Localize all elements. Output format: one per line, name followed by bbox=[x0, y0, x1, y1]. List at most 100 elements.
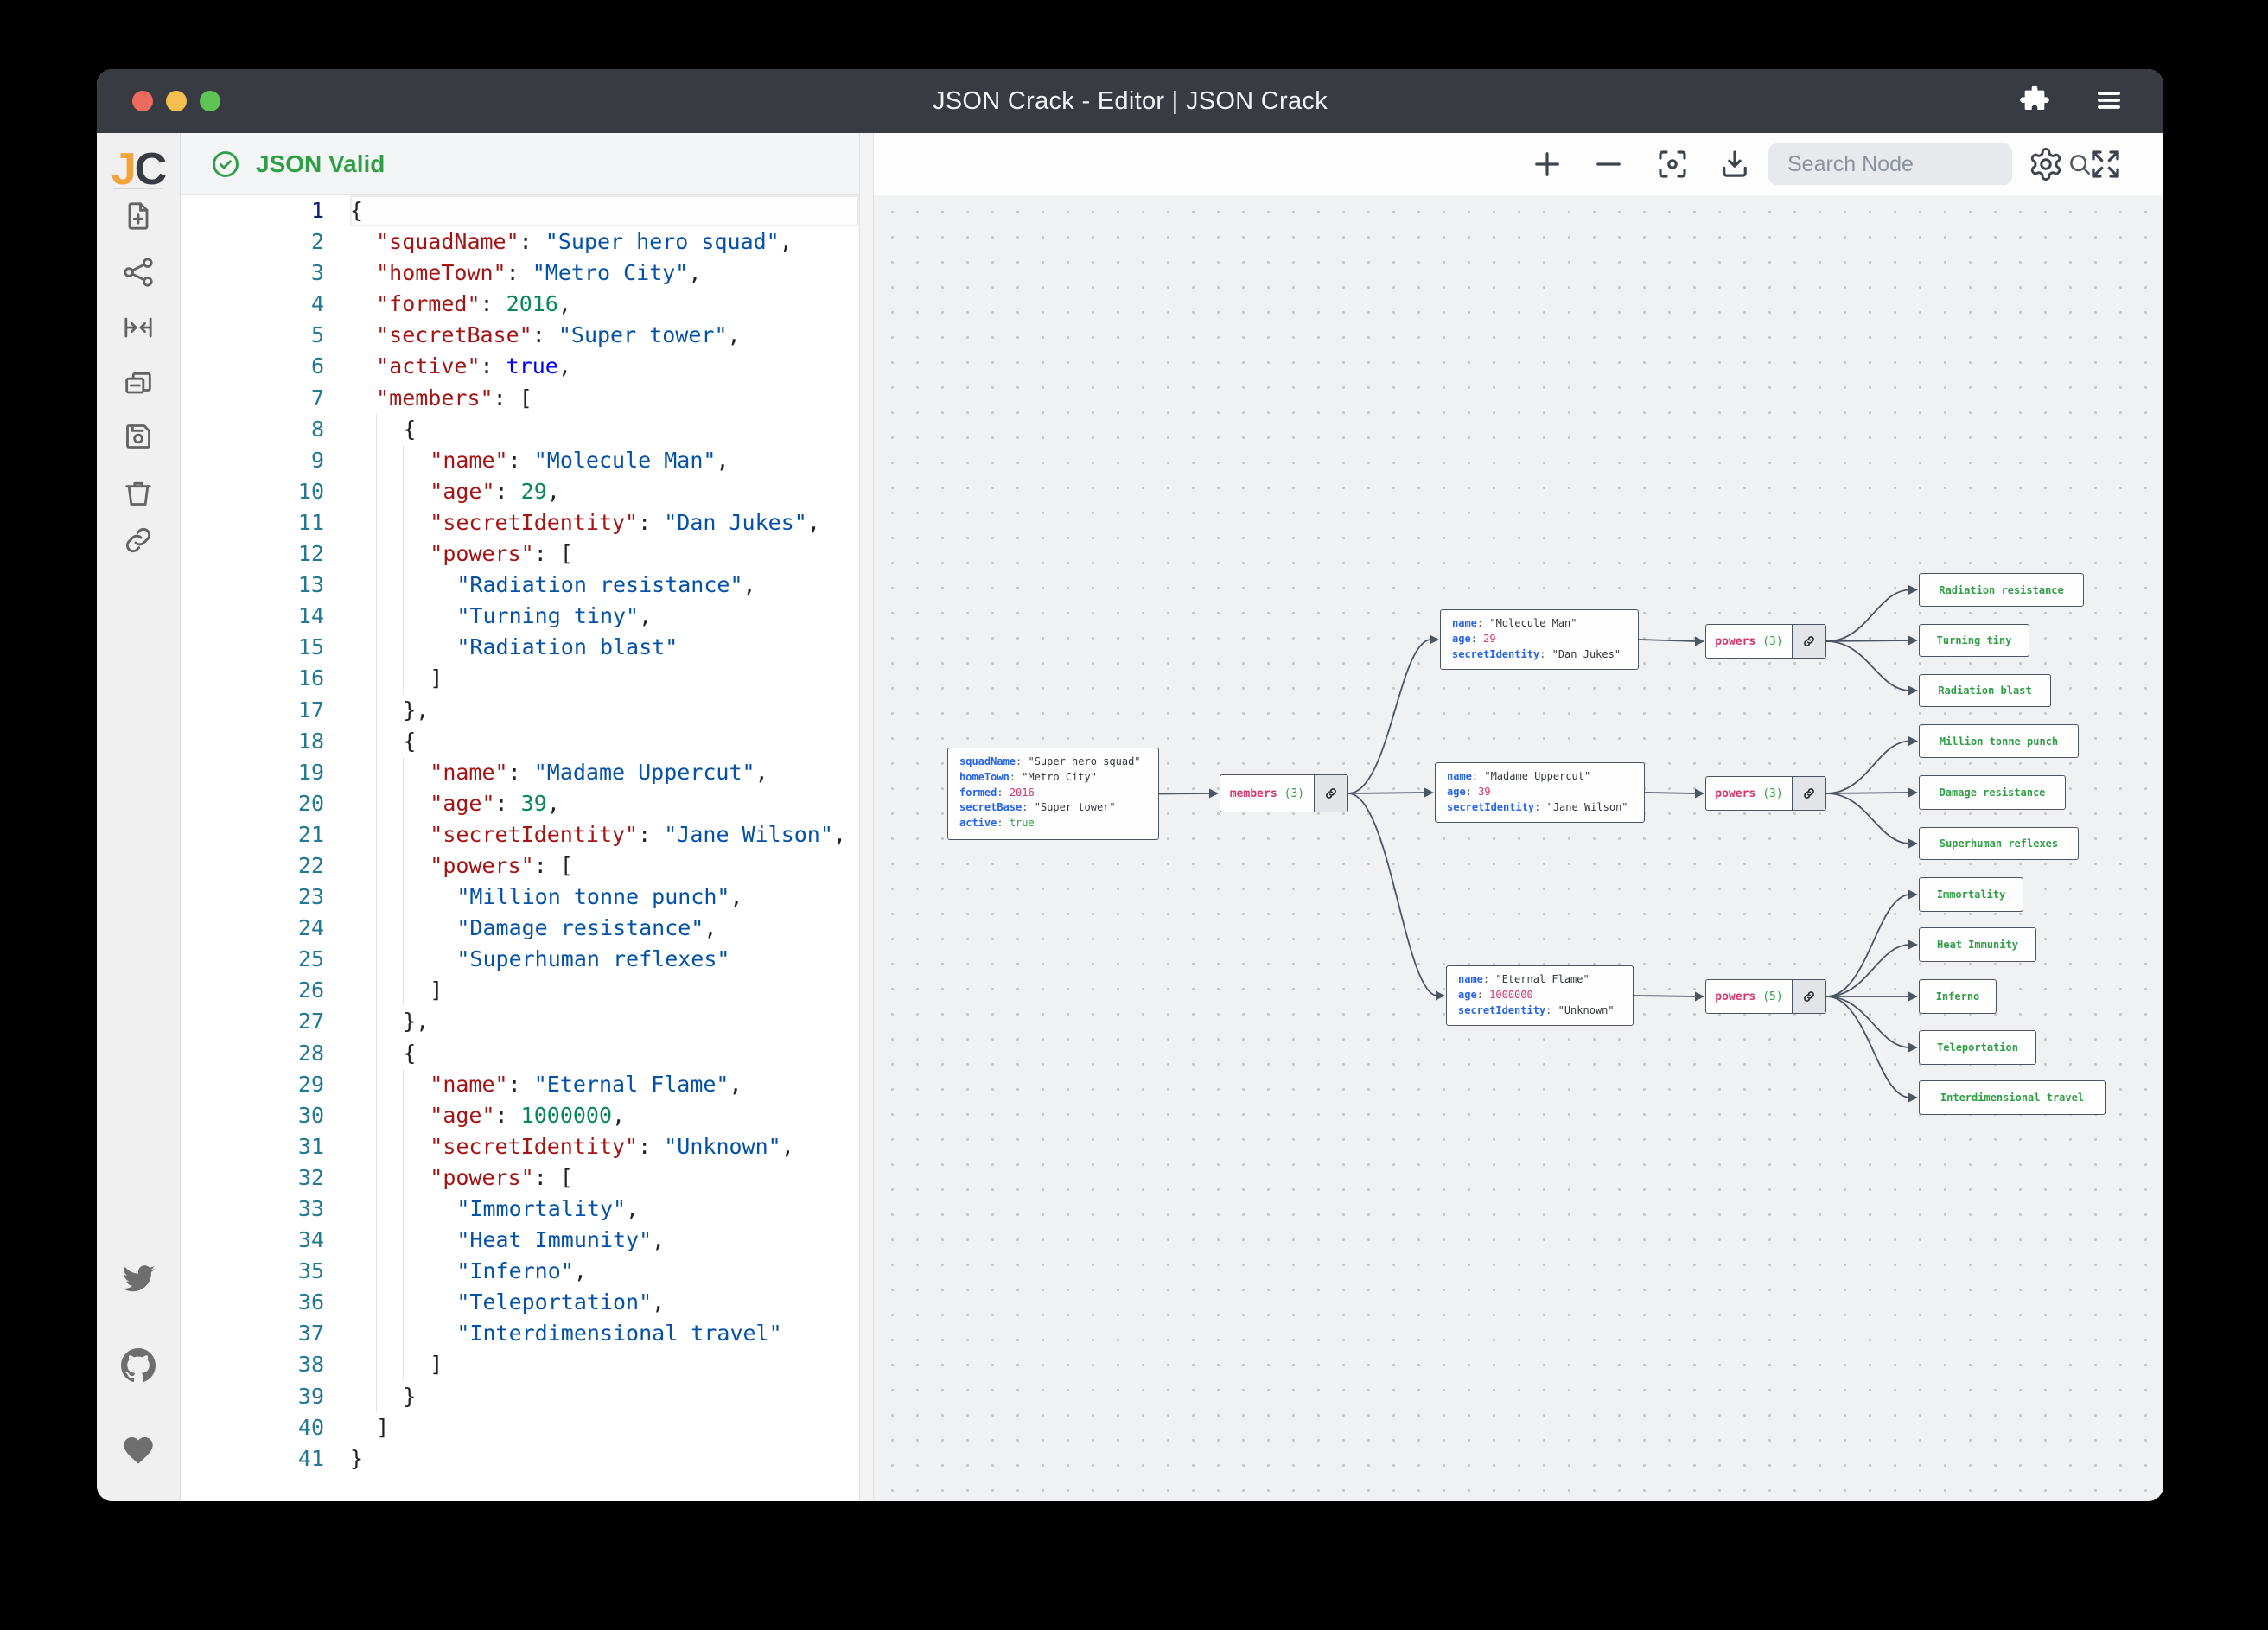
search-node-input[interactable] bbox=[1768, 151, 2066, 177]
sidebar-item-twitter[interactable] bbox=[121, 1262, 156, 1296]
code-line[interactable]: 36"Teleportation", bbox=[181, 1287, 859, 1319]
sidebar-item-save[interactable] bbox=[121, 419, 156, 454]
code-line[interactable]: 6"active": true, bbox=[181, 351, 859, 382]
code-line[interactable]: 37"Interdimensional travel" bbox=[181, 1318, 859, 1350]
download-image-button[interactable] bbox=[1717, 146, 1753, 182]
code-line[interactable]: 23"Million tonne punch", bbox=[181, 882, 859, 914]
settings-button[interactable] bbox=[2028, 146, 2064, 182]
code-line[interactable]: 9"name": "Molecule Man", bbox=[181, 444, 859, 476]
indent-guide bbox=[430, 882, 456, 914]
code-line[interactable]: 19"name": "Madame Uppercut", bbox=[181, 756, 859, 788]
code-line[interactable]: 32"powers": [ bbox=[181, 1162, 859, 1194]
code-line[interactable]: 38] bbox=[181, 1349, 859, 1381]
sidebar-item-new-file[interactable] bbox=[121, 199, 156, 233]
code-line[interactable]: 8{ bbox=[181, 413, 859, 445]
code-line[interactable]: 35"Inferno", bbox=[181, 1256, 859, 1288]
graph-node-l11[interactable]: Interdimensional travel bbox=[1919, 1080, 2106, 1115]
collapse-link-icon[interactable] bbox=[1314, 775, 1347, 812]
app-logo[interactable]: JC bbox=[111, 144, 167, 194]
zoom-button[interactable] bbox=[200, 91, 220, 111]
code-line[interactable]: 34"Heat Immunity", bbox=[181, 1225, 859, 1257]
code-line[interactable]: 4"formed": 2016, bbox=[181, 289, 859, 320]
line-number: 37 bbox=[297, 1321, 324, 1347]
collapse-link-icon[interactable] bbox=[1792, 625, 1825, 658]
graph-node-p3[interactable]: powers(5) bbox=[1705, 979, 1826, 1014]
code-line[interactable]: 28{ bbox=[181, 1037, 859, 1069]
code-line[interactable]: 12"powers": [ bbox=[181, 538, 859, 570]
graph-node-root[interactable]: squadName: "Super hero squad"homeTown: "… bbox=[947, 748, 1159, 840]
code-line[interactable]: 31"secretIdentity": "Unknown", bbox=[181, 1130, 859, 1162]
graph-node-l7[interactable]: Immortality bbox=[1919, 877, 2023, 912]
close-button[interactable] bbox=[132, 91, 153, 111]
graph-node-l10[interactable]: Teleportation bbox=[1919, 1030, 2036, 1065]
zoom-out-button[interactable] bbox=[1590, 146, 1627, 182]
graph-node-l2[interactable]: Turning tiny bbox=[1919, 624, 2029, 657]
code-line[interactable]: 39} bbox=[181, 1380, 859, 1412]
indent-guide bbox=[350, 632, 376, 663]
center-view-button[interactable] bbox=[1654, 146, 1691, 182]
indent-guide bbox=[430, 1287, 456, 1319]
code-line[interactable]: 18{ bbox=[181, 725, 859, 757]
sidebar-item-sponsor[interactable] bbox=[121, 1433, 156, 1468]
fullscreen-button[interactable] bbox=[2087, 146, 2124, 182]
sidebar-item-copy[interactable] bbox=[121, 366, 156, 401]
zoom-in-button[interactable] bbox=[1529, 146, 1565, 182]
code-line[interactable]: 5"secretBase": "Super tower", bbox=[181, 320, 859, 351]
graph-node-l3[interactable]: Radiation blast bbox=[1919, 674, 2051, 707]
graph-node-l5[interactable]: Damage resistance bbox=[1919, 775, 2066, 810]
code-line[interactable]: 20"age": 39, bbox=[181, 787, 859, 819]
code-line[interactable]: 3"homeTown": "Metro City", bbox=[181, 258, 859, 289]
line-number: 16 bbox=[297, 665, 324, 691]
code-line[interactable]: 14"Turning tiny", bbox=[181, 601, 859, 633]
code-line[interactable]: 11"secretIdentity": "Dan Jukes", bbox=[181, 506, 859, 539]
code-editor[interactable]: 1{2"squadName": "Super hero squad",3"hom… bbox=[181, 195, 859, 1501]
code-line[interactable]: 30"age": 1000000, bbox=[181, 1099, 859, 1131]
graph-node-p1[interactable]: powers(3) bbox=[1705, 624, 1826, 659]
line-number: 14 bbox=[297, 603, 324, 629]
graph-node-l1[interactable]: Radiation resistance bbox=[1919, 573, 2084, 607]
sidebar-item-github[interactable] bbox=[121, 1348, 156, 1383]
code-line[interactable]: 16] bbox=[181, 663, 859, 695]
code-line[interactable]: 41} bbox=[181, 1443, 859, 1474]
menu-button[interactable] bbox=[2091, 83, 2127, 119]
graph-node-l6[interactable]: Superhuman reflexes bbox=[1919, 827, 2079, 860]
code-line[interactable]: 22"powers": [ bbox=[181, 850, 859, 882]
code-line[interactable]: 21"secretIdentity": "Jane Wilson", bbox=[181, 818, 859, 850]
code-line[interactable]: 24"Damage resistance", bbox=[181, 913, 859, 945]
code-line[interactable]: 13"Radiation resistance", bbox=[181, 570, 859, 602]
code-line[interactable]: 25"Superhuman reflexes" bbox=[181, 944, 859, 976]
sidebar-item-fold-nodes[interactable] bbox=[121, 310, 156, 345]
code-line[interactable]: 33"Immortality", bbox=[181, 1194, 859, 1226]
sidebar-item-graph-view[interactable] bbox=[121, 255, 156, 290]
code-line[interactable]: 2"squadName": "Super hero squad", bbox=[181, 226, 859, 258]
node-entry: age: 1000000 bbox=[1458, 988, 1533, 1001]
indent-guide bbox=[376, 1225, 403, 1257]
code-line[interactable]: 26] bbox=[181, 975, 859, 1007]
code-line[interactable]: 10"age": 29, bbox=[181, 475, 859, 507]
code-line[interactable]: 40] bbox=[181, 1412, 859, 1443]
line-number: 7 bbox=[310, 385, 324, 411]
minimize-button[interactable] bbox=[166, 91, 187, 111]
graph-node-l8[interactable]: Heat Immunity bbox=[1919, 927, 2036, 962]
graph-node-p2[interactable]: powers(3) bbox=[1705, 776, 1826, 811]
code-line[interactable]: 17}, bbox=[181, 694, 859, 726]
panel-resizer[interactable] bbox=[859, 133, 874, 1501]
graph-node-l4[interactable]: Million tonne punch bbox=[1919, 724, 2079, 758]
code-line[interactable]: 27}, bbox=[181, 1006, 859, 1038]
sidebar-item-share-link[interactable] bbox=[121, 523, 156, 557]
graph-canvas[interactable]: squadName: "Super hero squad"homeTown: "… bbox=[874, 195, 2163, 1501]
graph-node-members[interactable]: members(3) bbox=[1220, 774, 1348, 812]
code-line[interactable]: 7"members": [ bbox=[181, 383, 859, 414]
graph-node-l9[interactable]: Inferno bbox=[1919, 979, 1997, 1014]
code-line[interactable]: 15"Radiation blast" bbox=[181, 632, 859, 664]
collapse-link-icon[interactable] bbox=[1792, 777, 1825, 810]
sidebar-item-delete[interactable] bbox=[121, 476, 156, 511]
code-line[interactable]: 29"name": "Eternal Flame", bbox=[181, 1068, 859, 1100]
search-icon[interactable] bbox=[2066, 150, 2093, 178]
extensions-button[interactable] bbox=[2016, 83, 2053, 119]
code-line[interactable]: 1{ bbox=[181, 195, 859, 227]
collapse-link-icon[interactable] bbox=[1792, 980, 1825, 1013]
